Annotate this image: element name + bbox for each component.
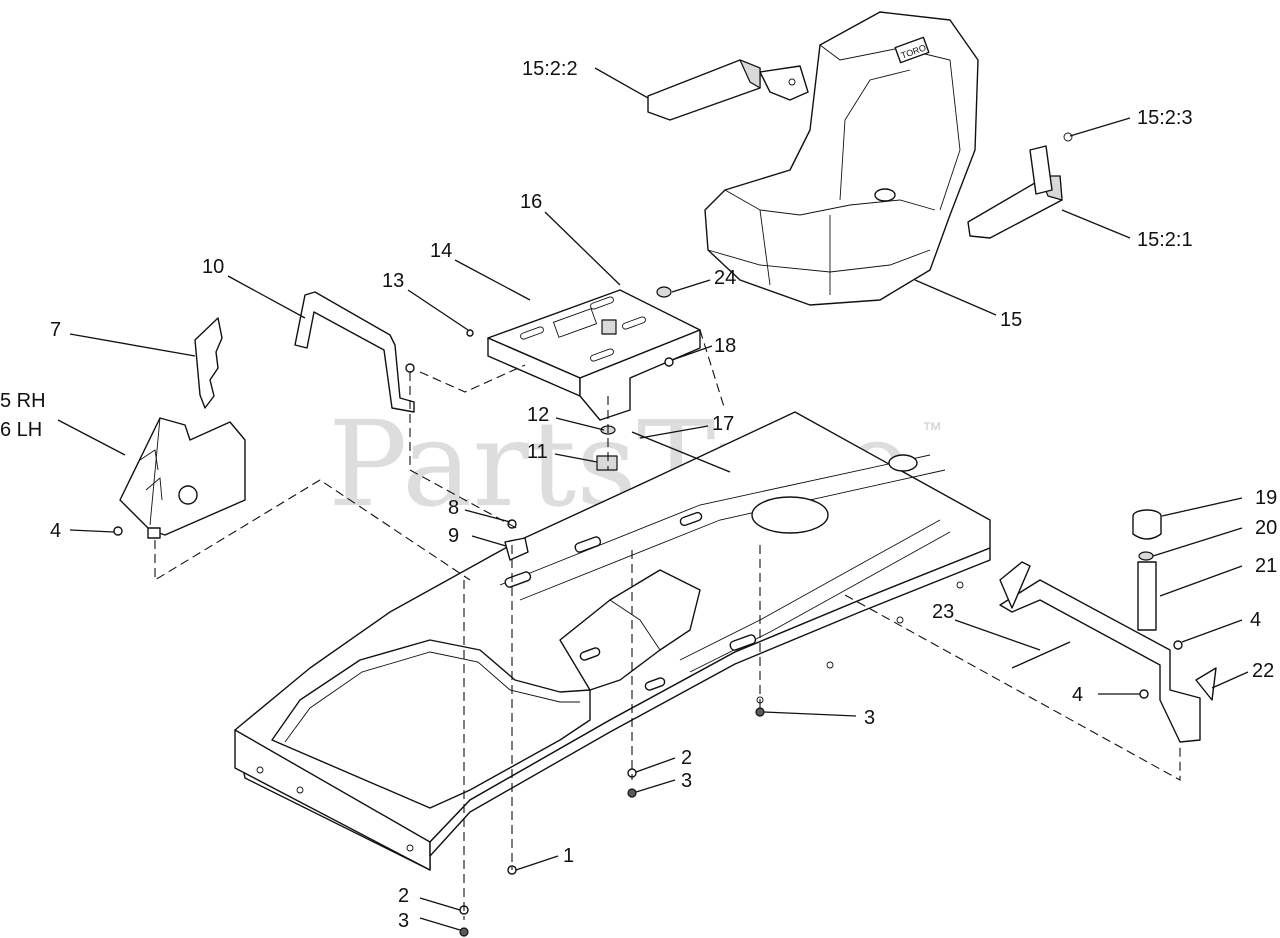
cap-19 [1132,509,1162,540]
callout-2-mid: 2 [681,747,692,769]
callout-11: 11 [527,441,548,463]
spring-21 [1137,561,1157,631]
rod-17 [631,431,731,473]
callout-9: 9 [448,525,459,547]
callout-17: 17 [712,413,734,435]
bracket-5-6 [119,417,246,539]
callout-19: 19 [1255,487,1277,509]
callout-15-2-3: 15:2:3 [1137,107,1193,129]
leader-lines [57,67,1249,931]
alignment-lines [154,329,1181,920]
bolt-18 [664,357,674,367]
callout-3-bottom: 3 [398,910,409,932]
callout-15: 15 [1000,309,1022,331]
callout-15-2-1: 15:2:1 [1137,229,1193,251]
bolt-4c [1139,689,1149,699]
callout-6-lh: 6 LH [0,419,42,441]
callout-5-rh: 5 RH [0,390,46,412]
nut-3c [459,927,469,937]
bracket-22 [999,561,1217,743]
washer-20 [1138,551,1154,561]
callout-2-bottom: 2 [398,885,409,907]
callout-21: 21 [1255,555,1277,577]
callout-4-right: 4 [1250,609,1261,631]
armrest-right [967,132,1073,239]
callout-labels: 15:2:2 15:2:3 15:2:1 15 16 14 24 10 13 1… [0,58,1277,932]
bolt-4a [113,526,123,536]
callout-4-lower: 4 [1072,684,1083,706]
callout-4-left: 4 [50,520,61,542]
part-7 [194,317,223,409]
callout-18: 18 [714,335,736,357]
callout-1: 1 [563,845,574,867]
callout-12: 12 [527,404,549,426]
bolt-4b [1173,640,1183,650]
nut-3b [627,788,637,798]
callout-23: 23 [932,601,954,623]
callout-16: 16 [520,191,542,213]
callout-14: 14 [430,240,452,262]
callout-20: 20 [1255,517,1277,539]
rod-23 [1011,641,1071,669]
watermark-trademark: ™ [922,419,942,441]
callout-3-upper: 3 [864,707,875,729]
bracket-10 [294,291,415,413]
main-frame [234,411,991,871]
callout-15-2-2: 15:2:2 [522,58,578,80]
armrest-left [647,59,809,121]
callout-8: 8 [448,497,459,519]
seat-mounting-plate [466,286,701,421]
callout-13: 13 [382,270,404,292]
callout-24: 24 [714,267,736,289]
part-11 [596,455,618,471]
part-9 [504,537,529,561]
callout-22: 22 [1252,660,1274,682]
callout-7: 7 [50,319,61,341]
nut-3a [755,707,765,717]
callout-10: 10 [202,256,224,278]
callout-3-mid: 3 [681,770,692,792]
seat: TORO [704,11,979,306]
